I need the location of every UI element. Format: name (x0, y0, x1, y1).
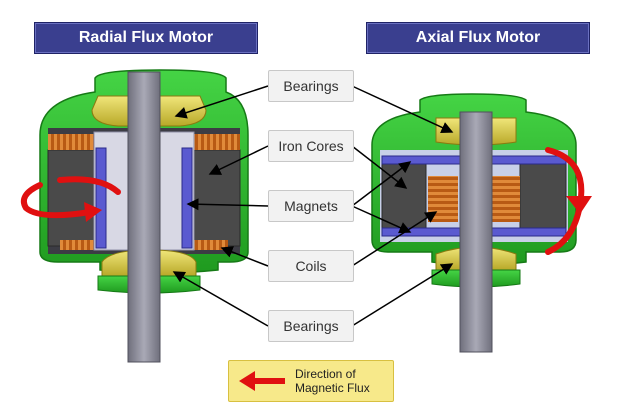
radial-coil-top-right (194, 134, 240, 150)
axial-iron-core-right (519, 163, 567, 237)
radial-motor (20, 69, 249, 363)
label-bearings-bottom: Bearings (268, 310, 354, 342)
leader-magnets-left (186, 198, 269, 211)
legend-line-2: Magnetic Flux (295, 381, 370, 395)
radial-iron-core-left (47, 149, 95, 247)
leader-bearings-top-right (351, 85, 454, 134)
leader-bearings-bottom-right (351, 263, 454, 327)
radial-iron-core-right (193, 149, 241, 247)
radial-magnet-right (181, 147, 193, 249)
legend-text: Direction of Magnetic Flux (295, 367, 370, 395)
label-bearings-top: Bearings (268, 70, 354, 102)
legend: Direction of Magnetic Flux (228, 360, 394, 402)
label-coils: Coils (268, 250, 354, 282)
leader-coils-left (220, 246, 269, 267)
radial-flux-title: Radial Flux Motor (34, 22, 258, 54)
leader-magnets-right-top (351, 161, 412, 207)
leader-magnets-right-bottom (351, 205, 412, 234)
radial-coil-top-left (48, 134, 94, 150)
leader-bearings-top-left (174, 85, 269, 119)
leader-bearings-bottom-left (172, 271, 269, 327)
leader-iron-cores-left (208, 145, 269, 175)
axial-motor (371, 93, 592, 353)
axial-flux-title: Axial Flux Motor (366, 22, 590, 54)
axial-shaft (459, 111, 493, 353)
axial-flux-arrowhead (566, 196, 592, 214)
radial-magnet-left (95, 147, 107, 249)
radial-flux-arrow (20, 182, 93, 219)
radial-coil-bottom-left (60, 240, 94, 250)
radial-flux-arc-back (57, 176, 121, 195)
label-magnets: Magnets (268, 190, 354, 222)
leader-lines (172, 85, 454, 327)
leader-coils-right (351, 211, 438, 267)
legend-line-1: Direction of (295, 367, 356, 381)
radial-shaft (127, 71, 161, 363)
leader-iron-cores-right (351, 145, 408, 189)
radial-flux-arrowhead (84, 202, 102, 222)
left-arrow-icon (239, 371, 285, 391)
axial-coil-right (492, 176, 520, 222)
label-iron-cores: Iron Cores (268, 130, 354, 162)
radial-coil-bottom-right (194, 240, 228, 250)
